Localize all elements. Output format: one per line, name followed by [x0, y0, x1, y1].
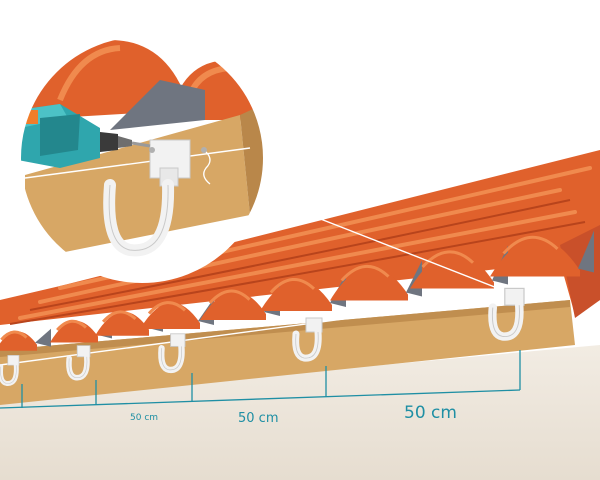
eave-tile-highlight: [340, 265, 390, 282]
gutter-bracket: [292, 317, 323, 362]
front-tile-row: [0, 230, 594, 351]
zoom-fascia-board: [25, 115, 250, 260]
house-wall: [0, 345, 600, 480]
eave-tile-highlight: [502, 235, 559, 255]
fascia-board: [0, 300, 575, 405]
eave-tile-gap: [35, 328, 51, 347]
eave-tile-highlight: [56, 319, 88, 332]
gutter-bracket: [0, 355, 20, 386]
bracket-group: [0, 287, 525, 386]
eave-tile: [95, 311, 149, 336]
eave-tile-highlight: [269, 278, 316, 294]
eave-tile: [50, 320, 98, 343]
eave-tile-highlight: [101, 310, 137, 323]
spacing-label-1: 50 cm: [130, 413, 158, 423]
gutter-bracket: [158, 333, 186, 373]
measure-baseline: [0, 389, 521, 409]
eave-tile: [0, 331, 37, 351]
fascia-shadow: [0, 300, 570, 357]
eave-tile-highlight: [421, 250, 475, 269]
zoom-tile-gap: [110, 80, 205, 130]
guide-string-line: [0, 291, 546, 366]
eave-tile-gap: [578, 230, 594, 273]
zoom-circle-frame: [17, 33, 267, 283]
gutter-bracket: [66, 345, 91, 381]
cordless-drill-icon: [19, 104, 151, 168]
spacing-label-3: 50 cm: [404, 403, 457, 423]
eave-tile-highlight: [0, 330, 28, 341]
measurement-lines: [0, 350, 521, 409]
tile-seams: [9, 199, 586, 325]
slope-guide-line: [317, 217, 529, 301]
spacing-label-2: 50 cm: [238, 411, 279, 426]
gutter-bracket: [488, 287, 525, 341]
eave-tile-highlight: [208, 289, 251, 305]
eave-tile-highlight: [147, 301, 187, 315]
